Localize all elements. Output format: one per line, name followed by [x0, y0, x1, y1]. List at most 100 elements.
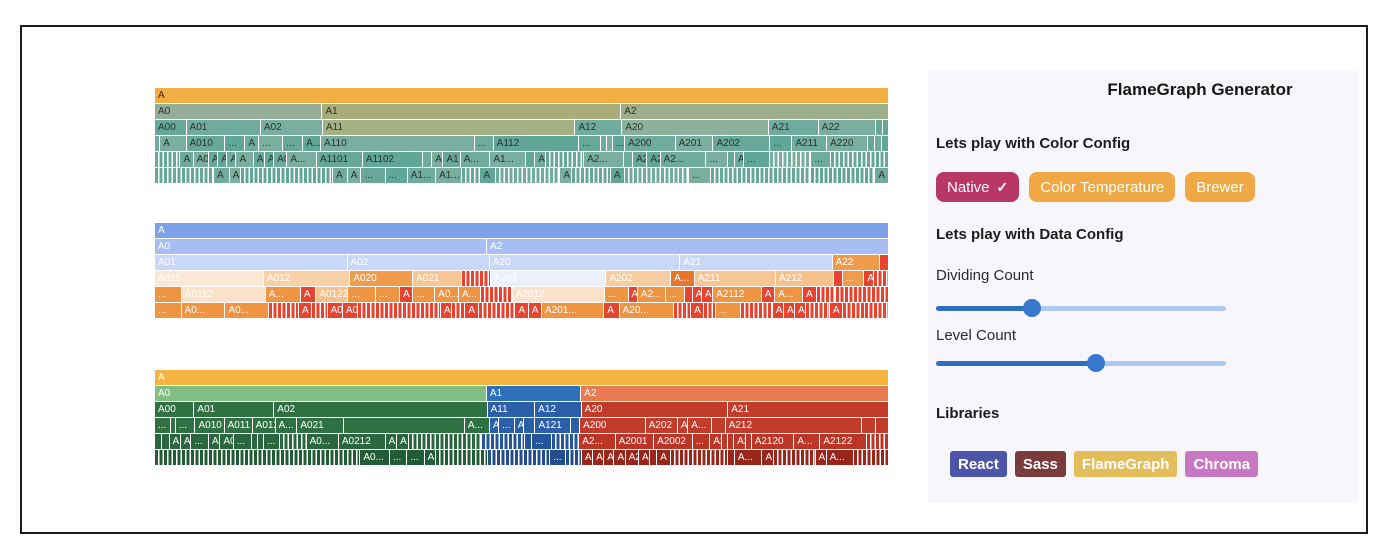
flame-cell[interactable]: A	[815, 450, 826, 465]
flame-cell[interactable]: A	[397, 434, 408, 449]
flame-cell[interactable]: A	[657, 450, 670, 465]
flame-cell[interactable]: A20	[622, 120, 768, 135]
flame-cell[interactable]: ...	[612, 136, 625, 151]
flame-cell[interactable]: A02	[260, 120, 322, 135]
flame-cell[interactable]: ...	[225, 136, 245, 151]
flame-cell[interactable]	[868, 136, 875, 151]
flame-slivers[interactable]	[480, 287, 512, 302]
flame-cell[interactable]: A	[691, 303, 704, 318]
flame-cell[interactable]: A	[762, 450, 773, 465]
flame-cell[interactable]: A	[528, 303, 541, 318]
flame-cell[interactable]: A20	[489, 255, 680, 270]
flame-cell[interactable]: A202	[606, 271, 671, 286]
flame-cell[interactable]: A2	[701, 287, 713, 302]
flame-cell[interactable]: A...	[671, 271, 694, 286]
flame-cell[interactable]: A121	[535, 418, 570, 433]
flame-cell[interactable]: ...	[811, 152, 830, 167]
flame-cell[interactable]: A	[614, 450, 625, 465]
flame-cell[interactable]: A211	[792, 136, 827, 151]
slider-thumb[interactable]	[1086, 354, 1105, 372]
flame-cell[interactable]: A...	[265, 287, 300, 302]
flame-slivers[interactable]	[565, 450, 581, 465]
flame-cell[interactable]: ...	[155, 418, 170, 433]
flame-cell[interactable]: A	[610, 168, 624, 183]
flame-slivers[interactable]	[462, 271, 491, 286]
flame-cell[interactable]: A	[604, 303, 619, 318]
flame-cell[interactable]: A2012	[512, 287, 604, 302]
flame-cell[interactable]: A212	[776, 271, 833, 286]
flame-cell[interactable]: A1	[443, 152, 460, 167]
flame-cell[interactable]: A010	[195, 418, 224, 433]
flame-cell[interactable]: A	[432, 152, 443, 167]
flame-cell[interactable]: ...	[389, 450, 407, 465]
flame-cell[interactable]: A	[218, 152, 227, 167]
flame-slivers[interactable]	[773, 450, 815, 465]
flame-cell[interactable]: A	[735, 152, 744, 167]
flame-cell[interactable]: ...	[532, 434, 552, 449]
flame-slivers[interactable]	[830, 152, 888, 167]
flame-cell[interactable]: ...	[385, 168, 407, 183]
flame-cell[interactable]: A2...	[660, 152, 706, 167]
flame-cell[interactable]: A2	[734, 434, 745, 449]
flame-cell[interactable]: A	[783, 303, 795, 318]
flame-cell[interactable]	[727, 152, 734, 167]
flame-cell[interactable]: A	[400, 287, 413, 302]
flame-cell[interactable]: A11	[487, 402, 535, 417]
flame-cell[interactable]: A01	[194, 402, 274, 417]
flame-cell[interactable]: A...	[287, 152, 316, 167]
flame-cell[interactable]: A0...	[181, 303, 225, 318]
flame-cell[interactable]: A	[864, 271, 873, 286]
flame-cell[interactable]: A	[245, 136, 259, 151]
flame-cell[interactable]	[875, 418, 889, 433]
flame-slivers[interactable]	[811, 168, 875, 183]
flame-cell[interactable]: A2001	[615, 434, 654, 449]
flame-slivers[interactable]	[769, 152, 811, 167]
flame-cell[interactable]: ...	[499, 418, 514, 433]
flame-cell[interactable]: A	[465, 303, 478, 318]
flame-cell[interactable]: A	[480, 168, 496, 183]
flame-cell[interactable]: A12	[535, 402, 581, 417]
flame-cell[interactable]: A0112	[181, 287, 265, 302]
flame-slivers[interactable]	[704, 303, 715, 318]
flame-cell[interactable]: A0	[327, 303, 342, 318]
flame-cell[interactable]: A201	[491, 271, 606, 286]
flame-cell[interactable]: A21	[768, 120, 818, 135]
flame-slivers[interactable]	[452, 303, 465, 318]
flame-cell[interactable]: A200	[625, 136, 675, 151]
flame-cell[interactable]: ...	[842, 271, 864, 286]
flame-cell[interactable]: A	[214, 168, 229, 183]
flame-cell[interactable]: A...	[734, 450, 762, 465]
flame-slivers[interactable]	[478, 303, 515, 318]
flame-cell[interactable]: A...	[464, 418, 489, 433]
flame-cell[interactable]: A	[155, 370, 888, 385]
flame-cell[interactable]: A2...	[579, 434, 615, 449]
flame-cell[interactable]: A...	[275, 418, 297, 433]
flame-cell[interactable]: A	[829, 303, 843, 318]
flame-cell[interactable]: A010	[186, 136, 225, 151]
flame-slivers[interactable]	[408, 434, 482, 449]
color-temperature-button[interactable]: Color Temperature	[1029, 172, 1176, 202]
flame-cell[interactable]: A	[628, 287, 637, 302]
flame-cell[interactable]: A021	[413, 271, 462, 286]
flame-cell[interactable]: A0	[220, 434, 233, 449]
flame-cell[interactable]: A	[299, 303, 312, 318]
flame-cell[interactable]: A1102	[362, 152, 423, 167]
flame-cell[interactable]: A...	[460, 152, 490, 167]
flame-cell[interactable]: A00	[155, 402, 194, 417]
flame-cell[interactable]	[170, 418, 175, 433]
flame-cell[interactable]: A112	[493, 136, 578, 151]
flame-cell[interactable]: A	[209, 152, 218, 167]
flame-cell[interactable]: A0	[193, 152, 209, 167]
flame-cell[interactable]: A0...	[435, 287, 458, 302]
flame-cell[interactable]: A...	[826, 450, 854, 465]
flame-slivers[interactable]	[546, 152, 584, 167]
flame-cell[interactable]: A	[385, 434, 397, 449]
flame-cell[interactable]: ...	[191, 434, 208, 449]
flame-cell[interactable]: A	[155, 223, 888, 238]
flame-slivers[interactable]	[741, 303, 772, 318]
flame-cell[interactable]: A01	[186, 120, 260, 135]
flame-cell[interactable]	[525, 434, 532, 449]
flame-cell[interactable]: ...	[578, 136, 601, 151]
flame-cell[interactable]	[882, 120, 888, 135]
flame-cell[interactable]	[881, 136, 889, 151]
